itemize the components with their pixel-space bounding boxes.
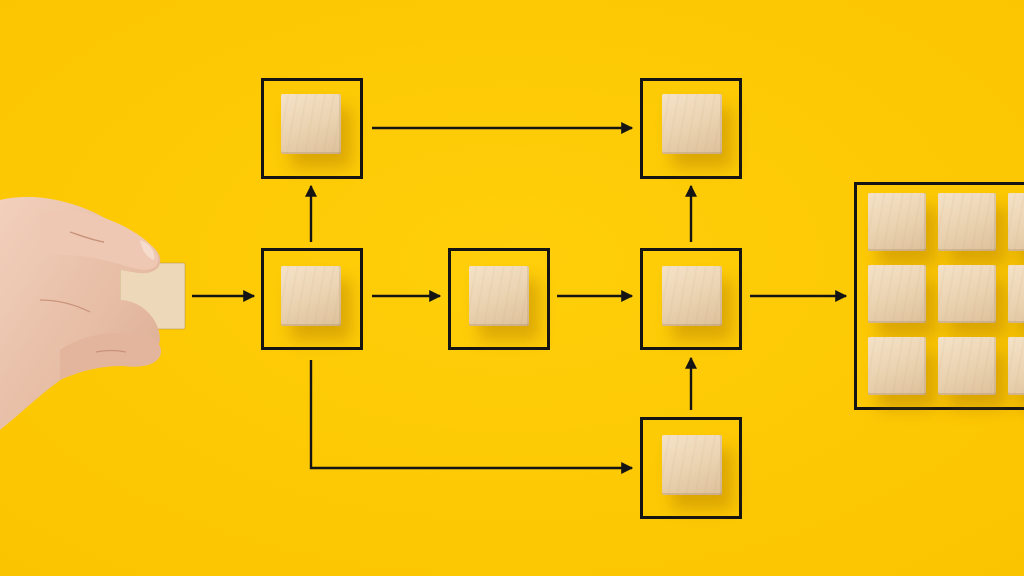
output-grid-block [868, 337, 926, 395]
wooden-block-icon [662, 266, 722, 326]
output-grid-block [868, 193, 926, 251]
arrow-right-icon [309, 360, 634, 474]
wooden-block-icon [662, 94, 722, 154]
node-frame-mid-1 [261, 248, 363, 350]
wooden-block-icon [662, 435, 722, 495]
node-frame-mid-3 [640, 248, 742, 350]
output-grid-block [868, 265, 926, 323]
node-frame-mid-2 [448, 248, 550, 350]
wooden-block-icon [281, 266, 341, 326]
output-grid-block [1008, 337, 1024, 395]
output-grid-block [1008, 265, 1024, 323]
output-grid-block [938, 265, 996, 323]
output-grid-block [1008, 193, 1024, 251]
node-frame-bottom-right [640, 417, 742, 519]
output-grid-block [938, 193, 996, 251]
output-grid-block [938, 337, 996, 395]
wooden-block-icon [469, 266, 529, 326]
node-frame-top-right [640, 78, 742, 179]
output-grid-frame [854, 182, 1024, 410]
node-frame-top-left [261, 78, 363, 179]
wooden-block-icon [281, 94, 341, 154]
